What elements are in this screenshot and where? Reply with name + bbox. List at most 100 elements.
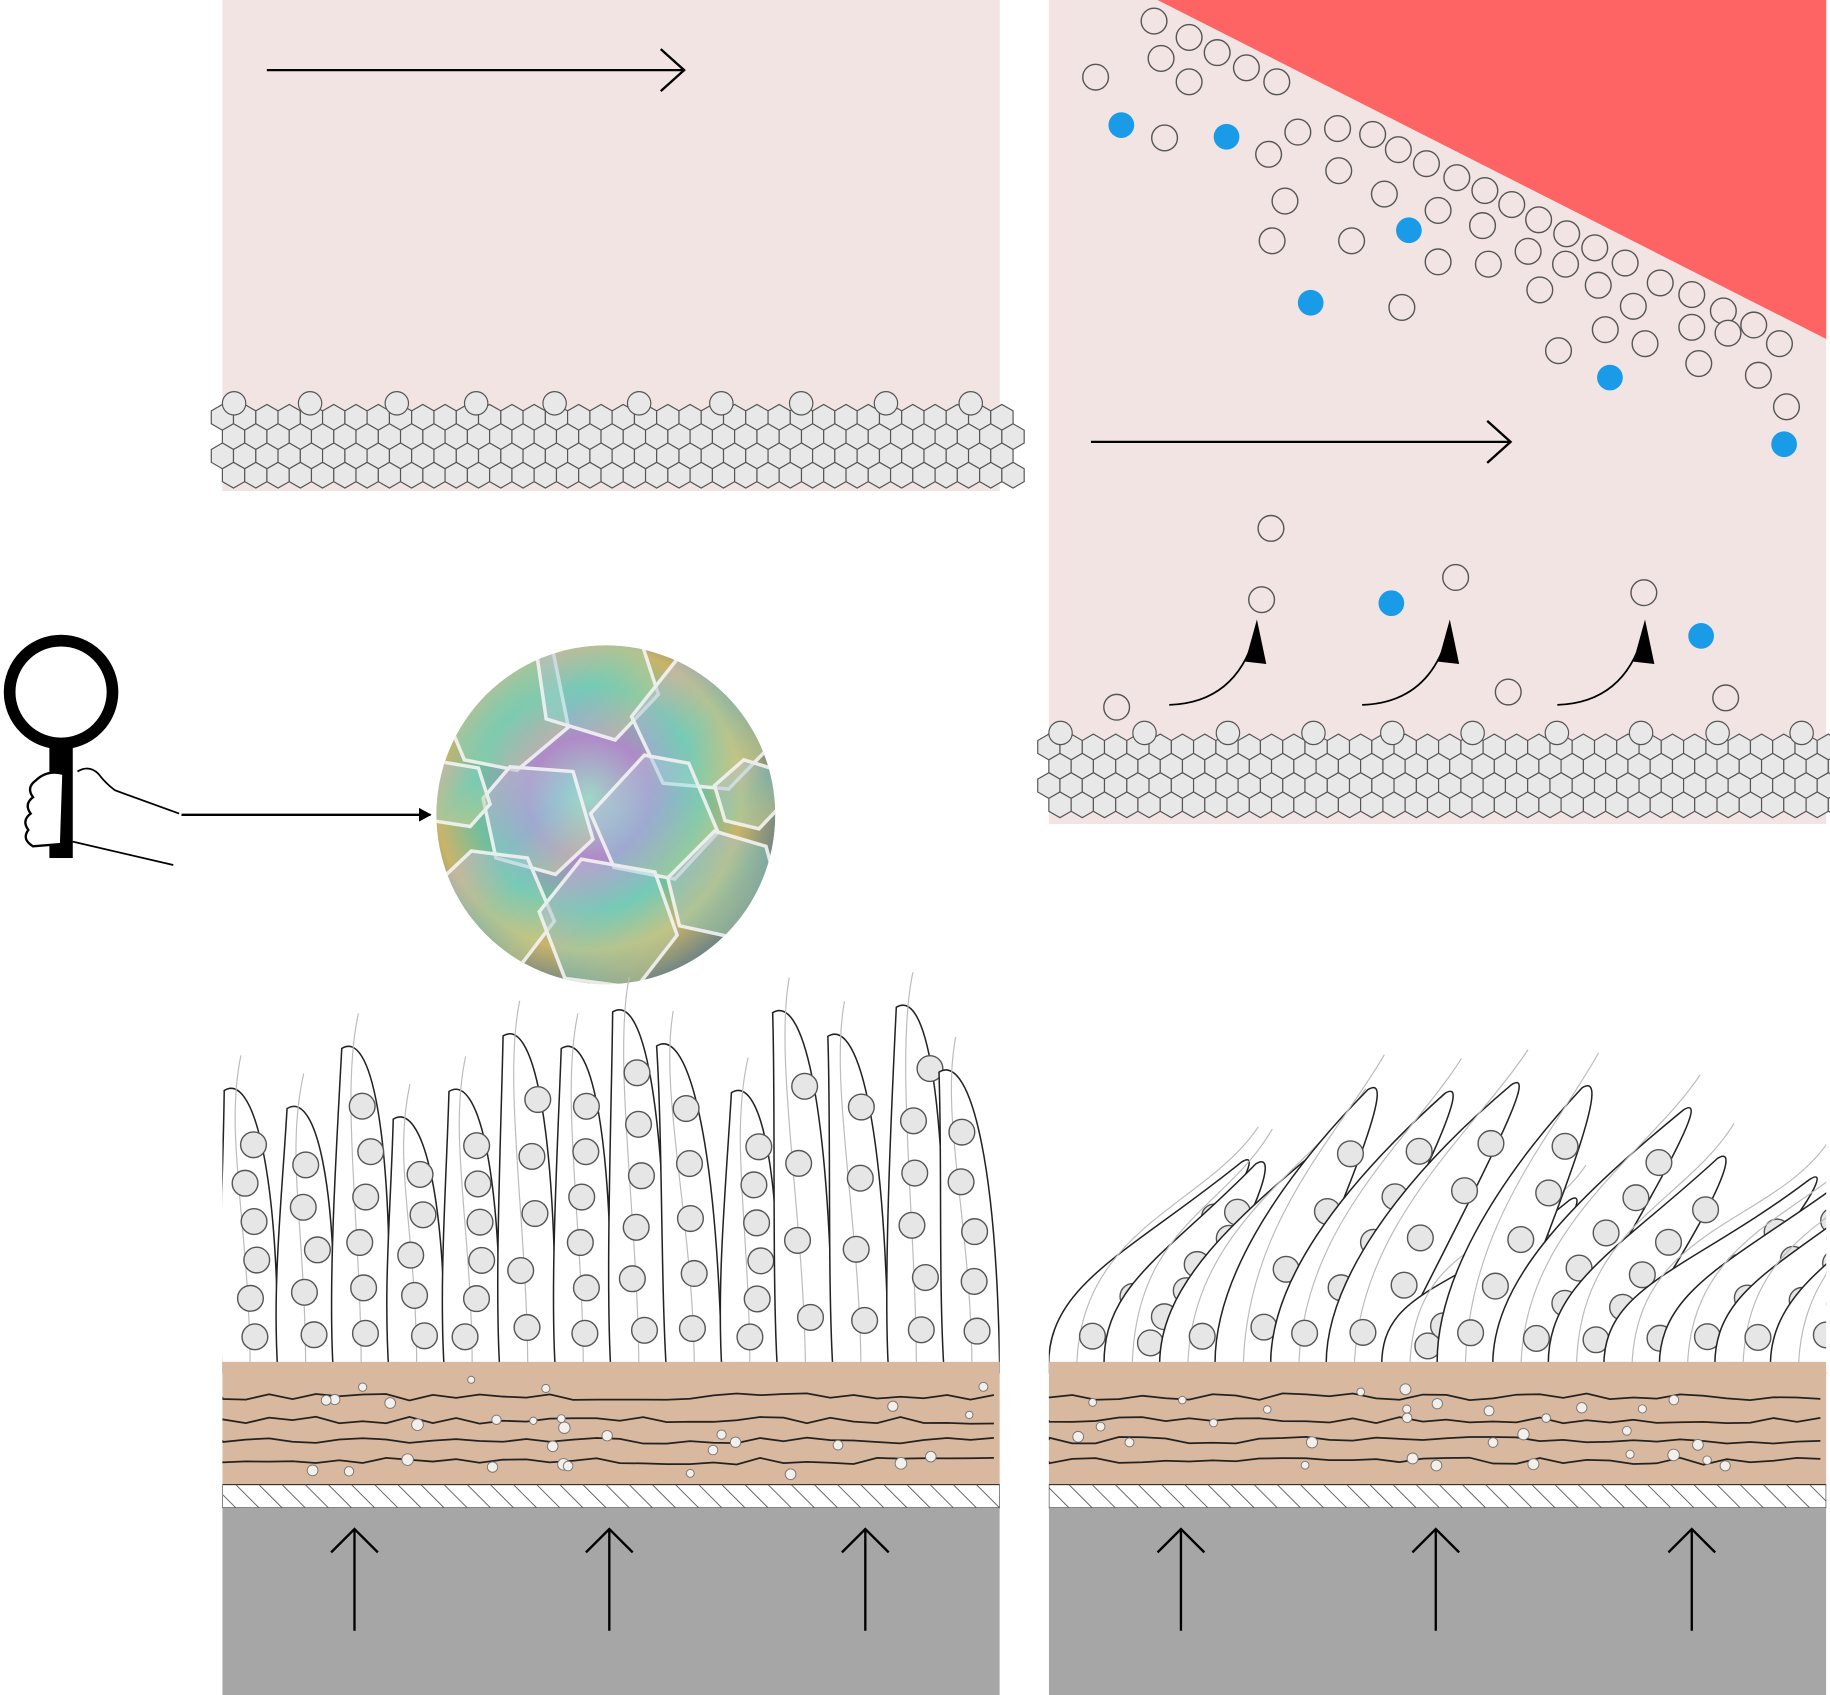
heat-arrow-head	[1667, 1527, 1716, 1554]
hex-cell	[756, 461, 780, 489]
hex-cell	[1783, 791, 1807, 819]
bubble	[1406, 1224, 1434, 1252]
iridescent-foam-micrograph	[436, 645, 776, 985]
hex-cell	[355, 461, 379, 489]
bubble	[743, 1209, 771, 1237]
pore	[306, 1464, 319, 1477]
pore	[558, 1421, 571, 1434]
bubble	[1592, 1219, 1620, 1247]
hex-cell	[1301, 720, 1326, 746]
hex-cell	[958, 391, 984, 416]
bubble	[1471, 176, 1499, 205]
hex-cell	[912, 461, 936, 489]
panel-bottom-right	[1048, 1049, 1827, 1695]
bubble	[1678, 281, 1706, 309]
bubble	[672, 1094, 700, 1123]
bubble	[1291, 1319, 1319, 1347]
hex-cell	[1805, 791, 1829, 819]
bubble	[1525, 206, 1553, 234]
pore	[411, 1418, 424, 1432]
pore	[716, 1429, 727, 1440]
hex-cell	[1582, 791, 1607, 819]
bubble	[785, 1149, 813, 1177]
pore	[541, 1383, 551, 1393]
bubble	[1498, 191, 1526, 219]
hex-cell	[444, 461, 468, 489]
heat-arrow-head	[330, 1527, 379, 1554]
bubble	[1188, 1322, 1216, 1350]
hex-cell	[266, 461, 290, 489]
hex-cell	[1449, 791, 1473, 819]
panel-bottom-left	[222, 972, 1000, 1695]
bubble	[1424, 196, 1452, 224]
blue-particle	[1597, 364, 1623, 391]
hex-cell	[384, 391, 410, 416]
bubble	[410, 1322, 439, 1350]
layer-line	[1048, 1392, 1821, 1401]
hex-cell	[1204, 791, 1228, 819]
hex-cell	[1382, 791, 1406, 819]
bubble	[1551, 1132, 1579, 1160]
pore	[1399, 1383, 1412, 1396]
bubble	[1522, 1324, 1550, 1353]
pore	[1487, 1437, 1499, 1448]
hex-cell	[1471, 791, 1495, 819]
bubble	[401, 1281, 429, 1310]
pore	[343, 1466, 355, 1477]
pore	[1667, 1448, 1680, 1462]
faint-fiber	[1353, 1049, 1529, 1374]
hex-cell	[1493, 791, 1518, 819]
hex-cell	[297, 391, 323, 416]
hex-cell	[1181, 791, 1206, 819]
pore	[1625, 1449, 1635, 1459]
hex-cell	[489, 461, 513, 489]
faint-fiber	[458, 1056, 473, 1374]
bubble	[1712, 684, 1740, 712]
bubble	[1412, 150, 1440, 178]
hex-cell	[734, 461, 758, 489]
pore	[1124, 1437, 1135, 1448]
bubble	[572, 1274, 600, 1302]
bubbles	[1082, 7, 1801, 721]
bubble	[518, 1142, 546, 1171]
bubble	[1349, 1318, 1377, 1346]
bubble	[1457, 1319, 1485, 1347]
bubble	[907, 1316, 935, 1344]
bubble	[1442, 563, 1470, 592]
hex-foam-layer	[210, 391, 1025, 489]
bubble	[243, 1246, 271, 1274]
bubble	[1619, 292, 1647, 320]
bubble	[745, 1133, 773, 1161]
bubble	[451, 1323, 479, 1351]
faint-fiber	[1797, 1273, 1827, 1374]
bubble	[1820, 1209, 1827, 1233]
layer-line	[1048, 1456, 1821, 1466]
hex-foam-layer	[1037, 720, 1830, 819]
bubble	[783, 1226, 812, 1254]
bubble	[627, 1162, 656, 1190]
pore	[320, 1394, 332, 1406]
curved-arrow-head	[1245, 619, 1267, 664]
heat-arrow-head	[841, 1527, 890, 1554]
faint-fiber	[1131, 1128, 1273, 1374]
bubble	[1370, 180, 1398, 208]
faint-fiber	[1631, 1143, 1827, 1374]
hex-cell	[1337, 791, 1362, 819]
pore	[384, 1397, 397, 1409]
hex-cell	[711, 461, 736, 489]
panel-top-left	[210, 0, 1025, 491]
hex-cell	[1694, 791, 1718, 819]
hex-cell	[1137, 791, 1161, 819]
hex-cell	[873, 391, 899, 416]
hex-cell	[667, 461, 691, 489]
bubble	[1175, 23, 1203, 51]
faint-fiber	[623, 976, 640, 1374]
heated-substrate	[1048, 1507, 1827, 1695]
bubble	[464, 1170, 492, 1198]
blue-particle	[1396, 217, 1422, 244]
detachment-arrows	[1169, 619, 1655, 706]
pore	[358, 1382, 368, 1392]
hex-cell	[1649, 791, 1674, 819]
hex-cell	[689, 461, 714, 489]
